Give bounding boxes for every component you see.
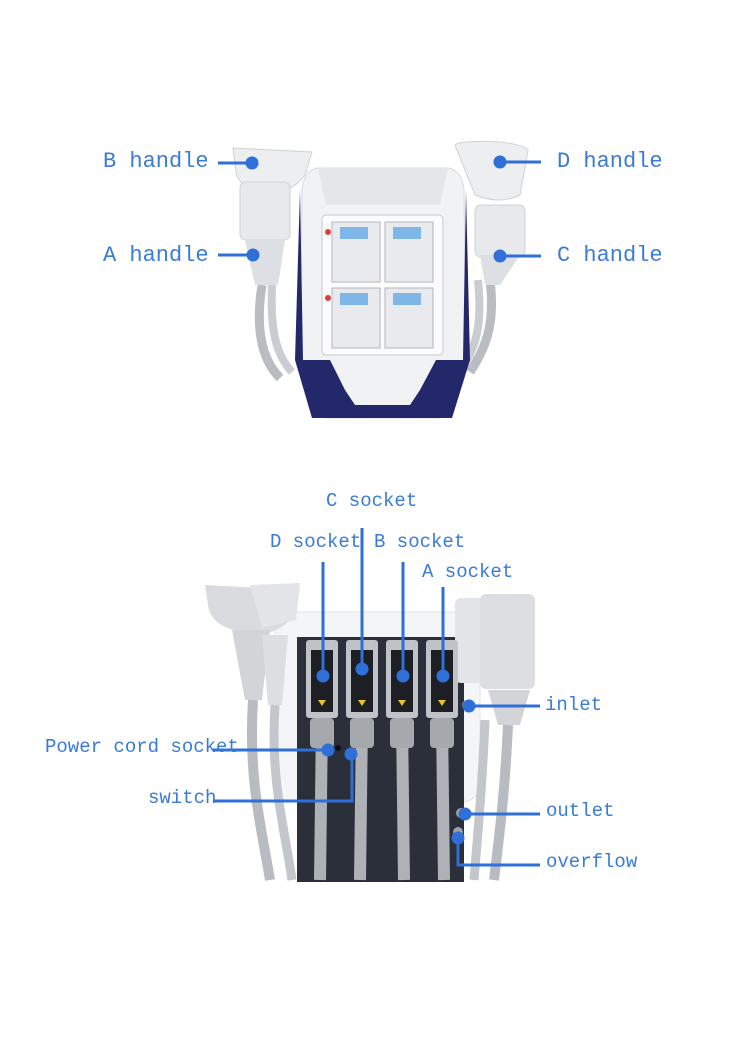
- b-handle-marker: [245, 156, 259, 170]
- front-machine-image: [232, 140, 529, 419]
- switch-marker: [344, 747, 358, 761]
- switch-label: switch: [148, 787, 217, 809]
- c-handle-label: C handle: [557, 243, 663, 268]
- inlet-label: inlet: [545, 694, 603, 716]
- inlet-marker: [462, 699, 476, 713]
- a-handle-label: A handle: [103, 243, 209, 268]
- a-socket-marker: [436, 669, 450, 683]
- d-handle-marker: [493, 155, 507, 169]
- power-cord-socket-label: Power cord socket: [45, 736, 239, 758]
- b-handle-label: B handle: [103, 149, 209, 174]
- power-cord-socket-marker: [321, 743, 335, 757]
- d-handle-label: D handle: [557, 149, 663, 174]
- b-socket-marker: [396, 669, 410, 683]
- front-leader-lines: [218, 155, 541, 263]
- b-socket-label: B socket: [374, 531, 466, 553]
- rear-leader-lines: [213, 528, 540, 867]
- outlet-label: outlet: [546, 800, 615, 822]
- d-socket-marker: [316, 669, 330, 683]
- d-socket-label: D socket: [270, 531, 362, 553]
- overflow-marker: [451, 831, 465, 845]
- a-socket-label: A socket: [422, 561, 514, 583]
- a-handle-marker: [246, 248, 260, 262]
- c-socket-marker: [355, 662, 369, 676]
- c-socket-label: C socket: [326, 490, 418, 512]
- c-handle-marker: [493, 249, 507, 263]
- outlet-marker: [458, 807, 472, 821]
- overflow-label: overflow: [546, 851, 638, 873]
- rear-machine-image: [205, 583, 535, 882]
